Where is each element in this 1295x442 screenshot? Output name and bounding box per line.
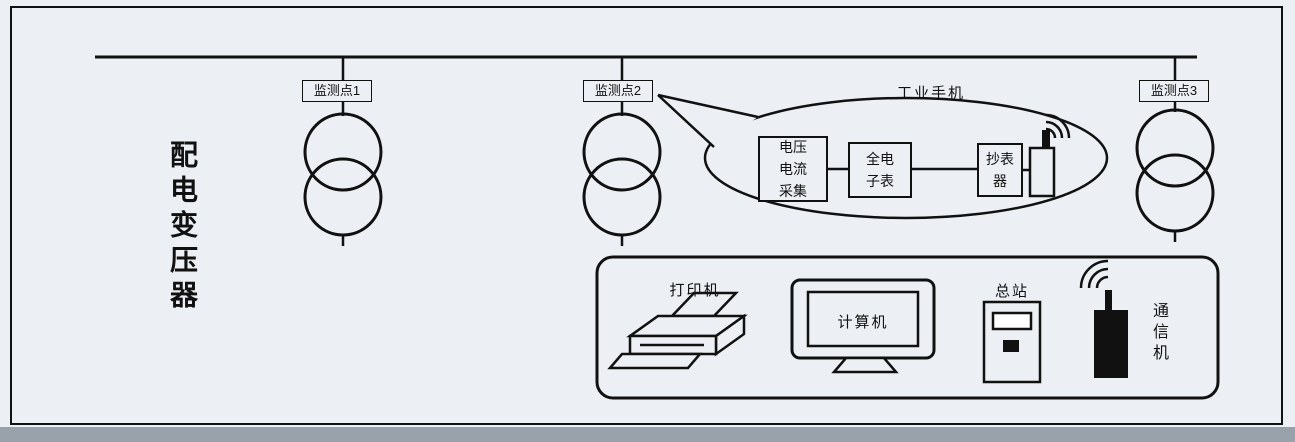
wireless-signal-icon-bubble xyxy=(1045,113,1071,139)
signal-arc xyxy=(1045,113,1071,139)
master-station-display xyxy=(991,311,1033,331)
transformer-1-coil-bottom xyxy=(303,157,383,237)
voltage-current-box: 电压 电流 采集 xyxy=(758,136,828,202)
printer-icon xyxy=(607,291,748,370)
handheld-reader-antenna xyxy=(1042,130,1050,148)
signal-arc xyxy=(1045,127,1057,139)
electronic-meter-box: 全电 子表 xyxy=(848,142,912,198)
handheld-reader-icon xyxy=(1028,130,1056,198)
monitor-screen xyxy=(806,290,920,348)
monitor-point-1-label: 监测点1 xyxy=(302,80,372,102)
printer-label: 打印机 xyxy=(669,282,721,299)
comm-device-icon xyxy=(1094,290,1128,378)
transformer-2-coil-top xyxy=(582,112,662,192)
voltage-current-box-line: 电压 xyxy=(779,139,807,155)
transformer-symbol-3 xyxy=(1135,57,1215,242)
comm-device-label: 通信机 xyxy=(1150,302,1167,365)
comm-device-antenna xyxy=(1105,290,1112,310)
transformer-3-coil-top xyxy=(1135,108,1215,188)
speech-bubble-tail-edge xyxy=(657,94,715,148)
master-station-label: 总站 xyxy=(994,283,1029,300)
transformer-2-coil-bottom xyxy=(582,157,662,237)
signal-arc xyxy=(1045,120,1064,139)
transformer-symbol-1 xyxy=(303,57,383,246)
bubble-title: 工业手机 xyxy=(897,85,966,102)
meter-reader-box: 抄表 器 xyxy=(977,143,1023,197)
printer-paper-out xyxy=(607,352,703,370)
meter-reader-box-line: 器 xyxy=(993,173,1007,189)
meter-reader-box-line: 抄表 xyxy=(986,151,1014,167)
scan-edge-band xyxy=(0,427,1295,442)
monitor-point-2-label: 监测点2 xyxy=(583,80,653,102)
signal-arc xyxy=(1095,275,1109,289)
signal-arc xyxy=(1079,259,1109,289)
computer-icon xyxy=(790,278,936,374)
speech-bubble-tail-edge xyxy=(657,93,759,119)
wireless-signal-icon-station xyxy=(1079,259,1109,289)
master-station-slot xyxy=(1003,340,1019,352)
transformer-1-coil-top xyxy=(303,112,383,192)
diagram-frame xyxy=(10,6,1283,425)
electronic-meter-box-line: 全电 xyxy=(866,151,894,167)
transformer-3-coil-bottom xyxy=(1135,153,1215,233)
left-title: 配电变压器 xyxy=(167,140,198,315)
voltage-current-box-line: 电流 xyxy=(779,161,807,177)
electronic-meter-box-line: 子表 xyxy=(866,173,894,189)
computer-label: 计算机 xyxy=(837,314,889,331)
station-panel xyxy=(595,255,1220,400)
monitor-point-3-label: 监测点3 xyxy=(1139,80,1209,102)
speech-bubble-tail-fill xyxy=(658,95,758,147)
handheld-reader-body xyxy=(1028,146,1056,198)
monitor-stand xyxy=(831,356,899,374)
master-station-icon xyxy=(982,300,1042,384)
voltage-current-box-line: 采集 xyxy=(779,183,807,199)
signal-arc xyxy=(1087,267,1109,289)
comm-device-body xyxy=(1094,310,1128,378)
master-station-body xyxy=(982,300,1042,384)
transformer-symbol-2 xyxy=(582,57,662,246)
